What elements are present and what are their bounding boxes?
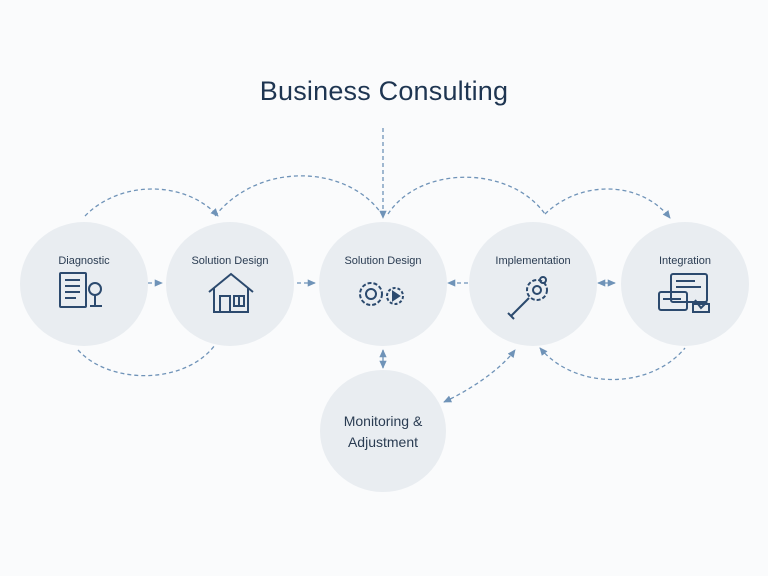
node-solution-design: Solution Design xyxy=(166,222,294,346)
node-monitoring: Monitoring & Adjustment xyxy=(320,370,446,492)
node-label: Implementation xyxy=(495,255,571,267)
house-icon xyxy=(208,272,254,313)
node-diagnostic: Diagnostic xyxy=(20,222,148,346)
dashboard-screen-icon xyxy=(658,273,710,313)
node-solution-design-center: Solution Design xyxy=(319,222,447,346)
arc-diagnostic-to-solution-design xyxy=(84,188,219,217)
node-label: Integration xyxy=(659,255,711,267)
arc-implementation-to-integration xyxy=(544,188,671,219)
node-label: Diagnostic xyxy=(58,255,110,267)
node-label-line1: Monitoring & xyxy=(343,413,423,429)
node-label: Solution Design xyxy=(191,255,269,267)
node-label-line2: Adjustment xyxy=(347,434,419,450)
node-label: Solution Design xyxy=(344,255,422,267)
arc-solution-design-to-center xyxy=(214,175,384,217)
gears-icon xyxy=(359,282,404,306)
diagram-title: Business Consulting xyxy=(259,76,509,106)
arc-bottom-integration xyxy=(539,347,686,381)
arc-bottom-diagnostic xyxy=(77,344,216,377)
node-integration: Integration xyxy=(621,222,749,346)
checklist-magnifier-icon xyxy=(59,272,102,308)
arrow-monitoring-implementation xyxy=(443,349,516,403)
arc-center-to-implementation xyxy=(387,176,546,215)
wrench-gear-icon xyxy=(507,276,548,320)
node-implementation: Implementation xyxy=(469,222,597,346)
